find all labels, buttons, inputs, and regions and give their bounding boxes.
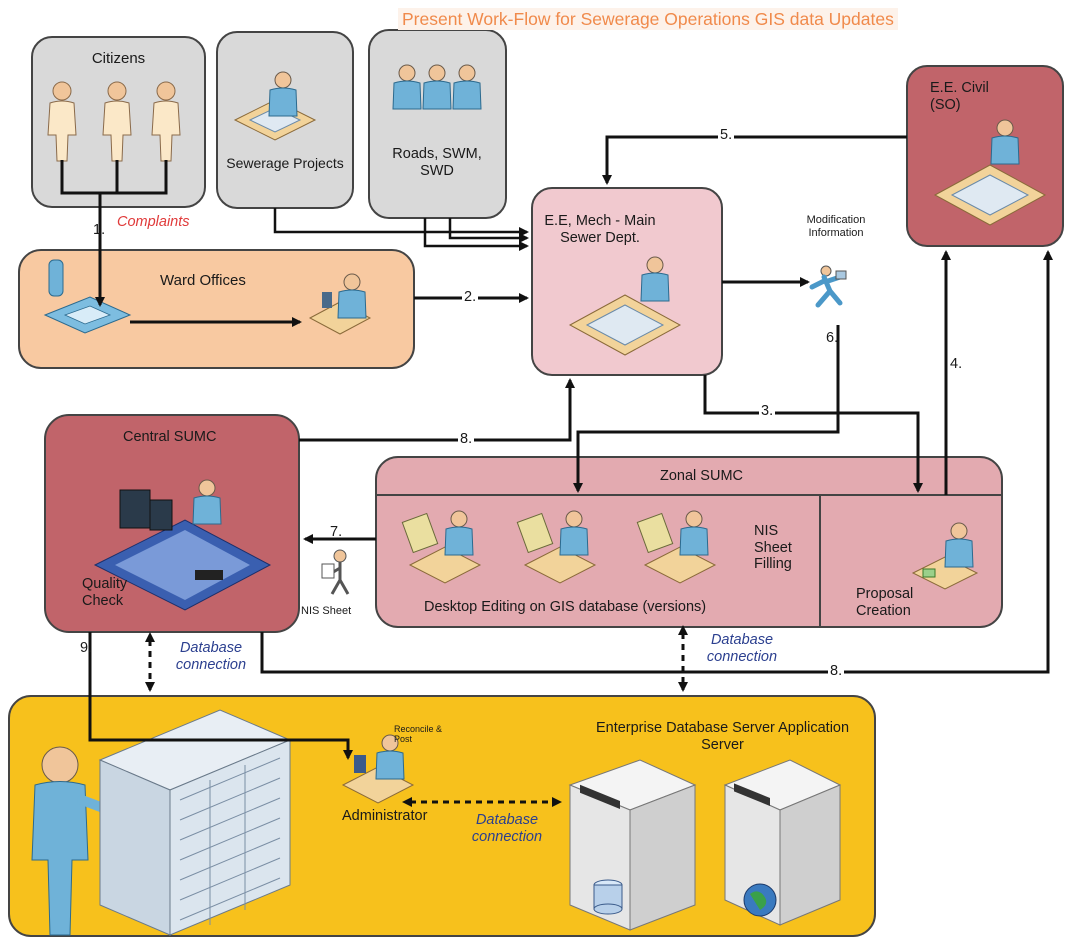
telephone-icon: [43, 259, 132, 334]
roads-to-mech-arrow: [423, 218, 529, 251]
group-people-icon: [392, 64, 482, 110]
db-connection-label-central: Database connection: [175, 640, 247, 673]
administrator-label: Administrator: [342, 808, 428, 824]
ee-civil-label: E.E. Civil (SO): [930, 80, 989, 113]
runner-icon: [809, 265, 847, 308]
diagram-title: Present Work-Flow for Sewerage Operation…: [398, 8, 898, 31]
step-7-label: 7.: [330, 524, 343, 540]
step8-upper-arrow: [299, 378, 575, 442]
server-label: Enterprise Database Server Application S…: [595, 720, 850, 753]
proposal-creation-label: Proposal Creation: [856, 586, 914, 619]
step-6-label: 6.: [826, 330, 839, 346]
step6-arrow: [573, 325, 840, 493]
operator-console-icon: [93, 479, 272, 611]
step-5-label: 5.: [718, 127, 735, 144]
zonal-sumc-label: Zonal SUMC: [660, 468, 743, 484]
sewerage-to-mech-arrow: [273, 208, 529, 237]
step-3-label: 3.: [759, 403, 776, 420]
nis-sheet-courier-icon: [321, 549, 350, 595]
administrator-desk-icon: [341, 734, 415, 804]
step-8-lower-label: 8.: [828, 663, 845, 680]
roads-to-mech-arrow-2: [448, 218, 529, 243]
engineer-desk-icon: [933, 119, 1047, 226]
gis-editor-icon: [516, 510, 597, 584]
ward-offices-box: [18, 249, 415, 369]
nis-sheet-filling-label: NIS Sheet Filling: [754, 523, 792, 573]
nis-sheet-label: NIS Sheet: [301, 605, 352, 617]
step-9-label: 9.: [80, 640, 93, 656]
roads-label: Roads, SWM, SWD: [392, 146, 482, 179]
roads-box: [368, 29, 507, 219]
ward-clerk-icon: [308, 273, 372, 335]
server-rack-icon: [98, 709, 292, 936]
db-connection-label-admin: Database connection: [471, 812, 543, 845]
step-8-upper-label: 8.: [458, 431, 475, 448]
step-1-label: 1.: [93, 222, 106, 238]
db-connection-label-zonal: Database connection: [706, 632, 778, 665]
step5-arrow: [602, 135, 907, 185]
step-2-label: 2.: [462, 289, 479, 306]
quality-check-label: Quality Check: [82, 576, 128, 609]
sewerage-projects-label: Sewerage Projects: [226, 155, 344, 171]
modification-info-label: Modification Information: [806, 214, 866, 239]
database-server-icon: [568, 759, 697, 931]
complaints-label: Complaints: [117, 214, 190, 230]
gis-editor-icon: [401, 510, 482, 584]
proposal-desk-icon: [911, 522, 979, 590]
central-sumc-label: Central SUMC: [123, 429, 217, 445]
gis-editor-icon: [636, 510, 717, 584]
step-4-label: 4.: [950, 356, 963, 372]
desktop-editing-label: Desktop Editing on GIS database (version…: [424, 599, 707, 615]
application-server-icon: [723, 759, 842, 926]
ward-offices-label: Ward Offices: [160, 272, 246, 289]
step9-arrow: [88, 632, 353, 760]
citizens-label: Citizens: [91, 50, 146, 67]
citizens-bracket-line: [60, 160, 168, 195]
ee-mech-label: E.E, Mech - Main Sewer Dept.: [544, 213, 656, 246]
step3-arrow: [703, 375, 923, 493]
step8-lower-arrow: [260, 250, 1053, 674]
reconcile-post-label: Reconcile & Post: [394, 724, 443, 745]
mech-engineer-desk-icon: [568, 256, 682, 356]
